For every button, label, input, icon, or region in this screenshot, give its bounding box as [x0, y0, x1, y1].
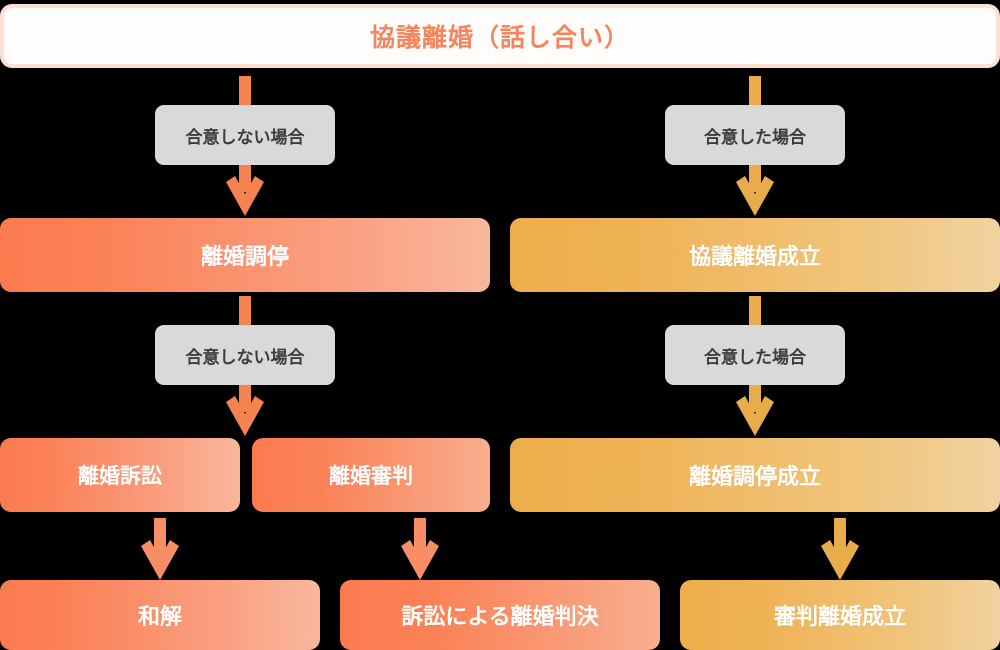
node-mediation-divorce-established: 離婚調停成立	[510, 438, 1000, 512]
node-divorce-adjudication: 離婚審判	[252, 438, 490, 512]
condition-label-text: 合意しない場合	[185, 347, 305, 368]
node-label: 訴訟による離婚判決	[401, 605, 599, 630]
node-label: 離婚調停	[200, 245, 289, 270]
condition-label-text: 合意した場合	[704, 127, 806, 148]
node-mediation: 離婚調停	[0, 218, 490, 292]
node-label: 離婚調停成立	[688, 465, 821, 490]
node-label: 協議離婚成立	[688, 245, 821, 270]
node-consensual-divorce-discussion: 協議離婚（話し合い）	[0, 4, 1000, 68]
arrow-adjudication-to-judgment	[400, 518, 440, 580]
node-divorce-lawsuit: 離婚訴訟	[0, 438, 240, 512]
condition-label-agree-2: 合意した場合	[665, 325, 845, 385]
arrow-lawsuit-to-settlement	[140, 518, 180, 580]
node-divorce-judgment-by-lawsuit: 訴訟による離婚判決	[340, 580, 660, 650]
arrow-mediation-established-to-adjudication-established	[820, 518, 860, 580]
node-label: 和解	[137, 605, 182, 630]
condition-label-agree-1: 合意した場合	[665, 105, 845, 165]
node-adjudication-divorce-established: 審判離婚成立	[680, 580, 1000, 650]
condition-label-text: 合意しない場合	[185, 127, 305, 148]
node-label: 協議離婚（話し合い）	[369, 23, 630, 52]
condition-label-disagree-1: 合意しない場合	[155, 105, 335, 165]
node-label: 離婚訴訟	[78, 464, 162, 488]
node-settlement: 和解	[0, 580, 320, 650]
node-label: 審判離婚成立	[773, 605, 906, 630]
node-label: 離婚審判	[329, 464, 413, 488]
node-consensual-divorce-established: 協議離婚成立	[510, 218, 1000, 292]
condition-label-disagree-2: 合意しない場合	[155, 325, 335, 385]
condition-label-text: 合意した場合	[704, 347, 806, 368]
